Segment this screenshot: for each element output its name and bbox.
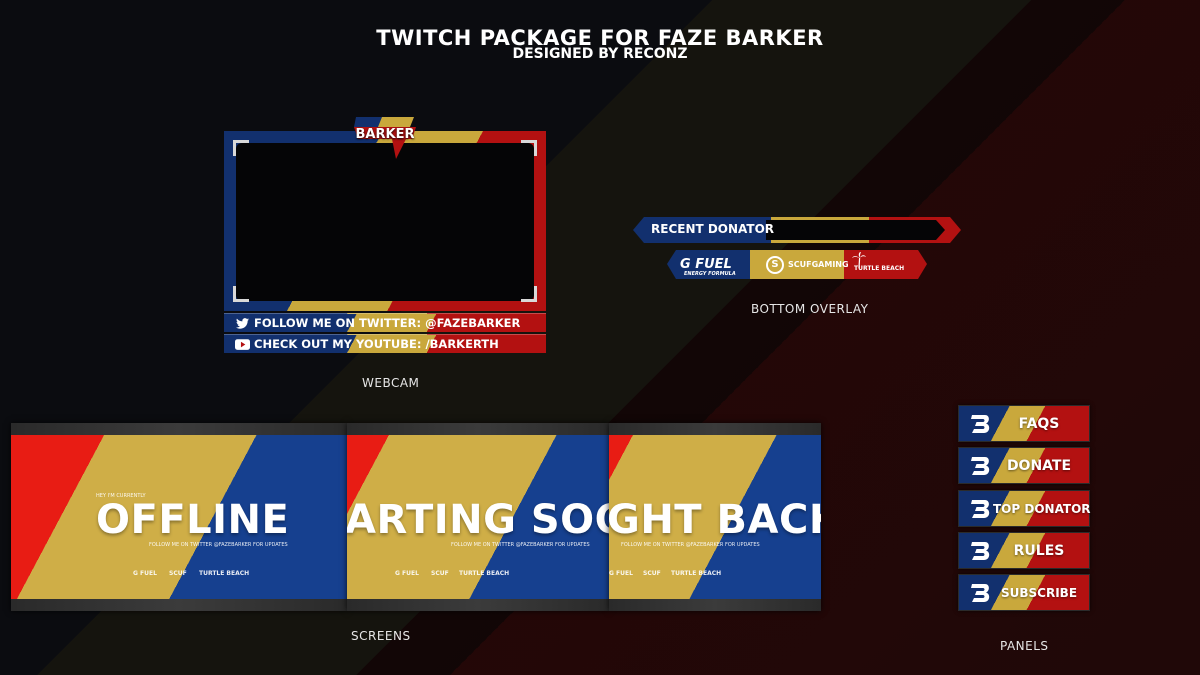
scuf-logo: SCUF xyxy=(643,570,661,577)
twitter-row: FOLLOW ME ON TWITTER: @FAZEBARKER xyxy=(224,313,546,332)
screen-strip-bottom xyxy=(11,599,347,611)
turtle-beach-logo: TURTLE BEACH xyxy=(459,570,510,577)
barker-b-icon xyxy=(971,584,990,602)
youtube-text: CHECK OUT MY YOUTUBE: /BARKERTH xyxy=(254,337,499,351)
webcam-caption: WEBCAM xyxy=(362,376,420,390)
bottom-overlay: RECENT DONATOR G FUEL ENERGY FORMULA S S… xyxy=(632,216,962,282)
panel-rules: RULES xyxy=(958,532,1090,569)
scuf-logo: SCUF xyxy=(169,570,187,577)
screen-background xyxy=(11,435,347,599)
gfuel-logo: G FUEL xyxy=(395,570,419,577)
screen-background xyxy=(347,435,609,599)
barker-b-icon xyxy=(971,457,990,475)
gfuel-logo: G FUEL xyxy=(133,570,157,577)
panel-label: SUBSCRIBE xyxy=(1000,586,1078,600)
screen-title: GHT BACK xyxy=(609,497,821,543)
corner-bracket xyxy=(233,286,249,302)
webcam-badge-label: BARKER xyxy=(355,127,415,142)
panel-label: RULES xyxy=(1013,543,1065,559)
sponsor-gfuel: G FUEL xyxy=(680,257,732,272)
corner-bracket xyxy=(233,140,249,156)
panels-caption: PANELS xyxy=(1000,639,1049,653)
screen-offline: HEY I'M CURRENTLY OFFLINE FOLLOW ME ON T… xyxy=(11,423,347,611)
gfuel-logo: G FUEL xyxy=(609,570,633,577)
screen-title: OFFLINE xyxy=(96,497,290,543)
screen-background xyxy=(609,435,821,599)
youtube-row: CHECK OUT MY YOUTUBE: /BARKERTH xyxy=(224,334,546,353)
page-subtitle: DESIGNED BY RECONZ xyxy=(512,46,688,62)
screen-strip-top xyxy=(347,423,609,435)
twitter-icon xyxy=(234,317,250,329)
recent-donator-label: RECENT DONATOR xyxy=(651,222,775,236)
overlay-caption: BOTTOM OVERLAY xyxy=(751,302,869,316)
webcam-window xyxy=(236,143,534,301)
panel-label: TOP DONATOR xyxy=(993,502,1091,516)
screen-right-back: GHT BACK FOLLOW ME ON TWITTER @FAZEBARKE… xyxy=(609,423,821,611)
youtube-icon xyxy=(234,338,250,350)
panel-subscribe: SUBSCRIBE xyxy=(958,574,1090,611)
scuf-logo: SCUF xyxy=(431,570,449,577)
screen-strip-top xyxy=(609,423,821,435)
screen-strip-bottom xyxy=(609,599,821,611)
palm-tree-icon xyxy=(852,252,866,268)
screen-starting-soon: ARTING SOON FOLLOW ME ON TWITTER @FAZEBA… xyxy=(347,423,609,611)
panel-donate: DONATE xyxy=(958,447,1090,484)
turtle-beach-logo: TURTLE BEACH xyxy=(671,570,722,577)
screen-strip-top xyxy=(11,423,347,435)
sponsor-turtle-beach: TURTLE BEACH xyxy=(854,265,905,272)
webcam-border xyxy=(224,131,546,311)
barker-b-icon xyxy=(971,542,990,560)
screens-caption: SCREENS xyxy=(351,629,411,643)
twitter-text: FOLLOW ME ON TWITTER: @FAZEBARKER xyxy=(254,316,521,330)
barker-b-icon xyxy=(971,500,990,518)
barker-b-icon xyxy=(971,415,990,433)
sponsor-gfuel-sub: ENERGY FORMULA xyxy=(684,271,736,277)
screen-footer: FOLLOW ME ON TWITTER @FAZEBARKER FOR UPD… xyxy=(451,542,590,548)
webcam-frame-preview: BARKER FOLLOW ME ON TWITTER: @FAZEBARKER… xyxy=(224,117,546,353)
sponsor-scuf: SCUFGAMING xyxy=(788,260,849,269)
sponsor-bar xyxy=(667,250,927,279)
panel-label: FAQS xyxy=(1018,416,1060,432)
screen-strip-bottom xyxy=(347,599,609,611)
screen-kicker: HEY I'M CURRENTLY xyxy=(96,493,146,499)
corner-bracket xyxy=(521,286,537,302)
panel-label: DONATE xyxy=(1006,458,1072,474)
panel-top-donator: TOP DONATOR xyxy=(958,490,1091,527)
corner-bracket xyxy=(521,140,537,156)
donator-bar xyxy=(633,217,961,243)
faze-logo-icon xyxy=(354,117,416,159)
turtle-beach-logo: TURTLE BEACH xyxy=(199,570,250,577)
panel-faqs: FAQS xyxy=(958,405,1090,442)
screen-footer: FOLLOW ME ON TWITTER @FAZEBARKER FOR UPD… xyxy=(621,542,760,548)
page-title: TWITCH PACKAGE FOR FAZE BARKER xyxy=(376,26,824,50)
scuf-logo-icon: S xyxy=(766,256,784,274)
screen-title: ARTING SOON xyxy=(347,497,609,543)
screen-footer: FOLLOW ME ON TWITTER @FAZEBARKER FOR UPD… xyxy=(149,542,288,548)
